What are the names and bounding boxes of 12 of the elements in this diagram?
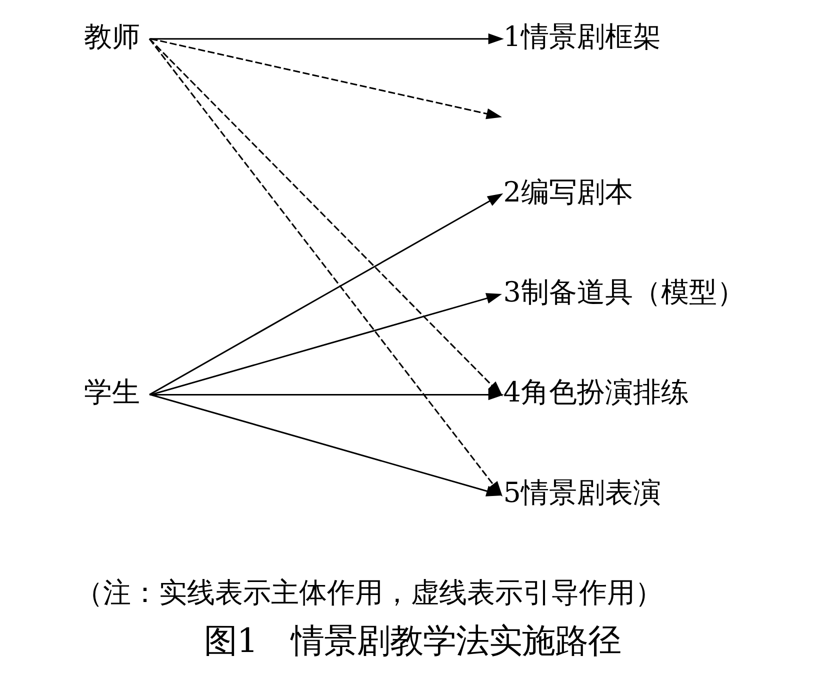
node-text: 5情景剧表演 [503, 476, 661, 509]
caption: 图1 情景剧教学法实施路径 [204, 621, 622, 660]
node-text: 学生 [84, 376, 140, 409]
label: （注：实线表示主体作用，虚线表示引导作用） [75, 576, 664, 609]
node-text: 教师 [84, 20, 140, 53]
node-text: 3制备道具（模型） [503, 276, 745, 309]
arrow [150, 389, 504, 400]
arrow [150, 38, 502, 120]
arrow [150, 33, 504, 44]
node-text: 1情景剧框架 [503, 20, 661, 53]
node-text: 4角色扮演排练 [503, 376, 689, 409]
node-text: 2编写剧本 [503, 175, 633, 208]
